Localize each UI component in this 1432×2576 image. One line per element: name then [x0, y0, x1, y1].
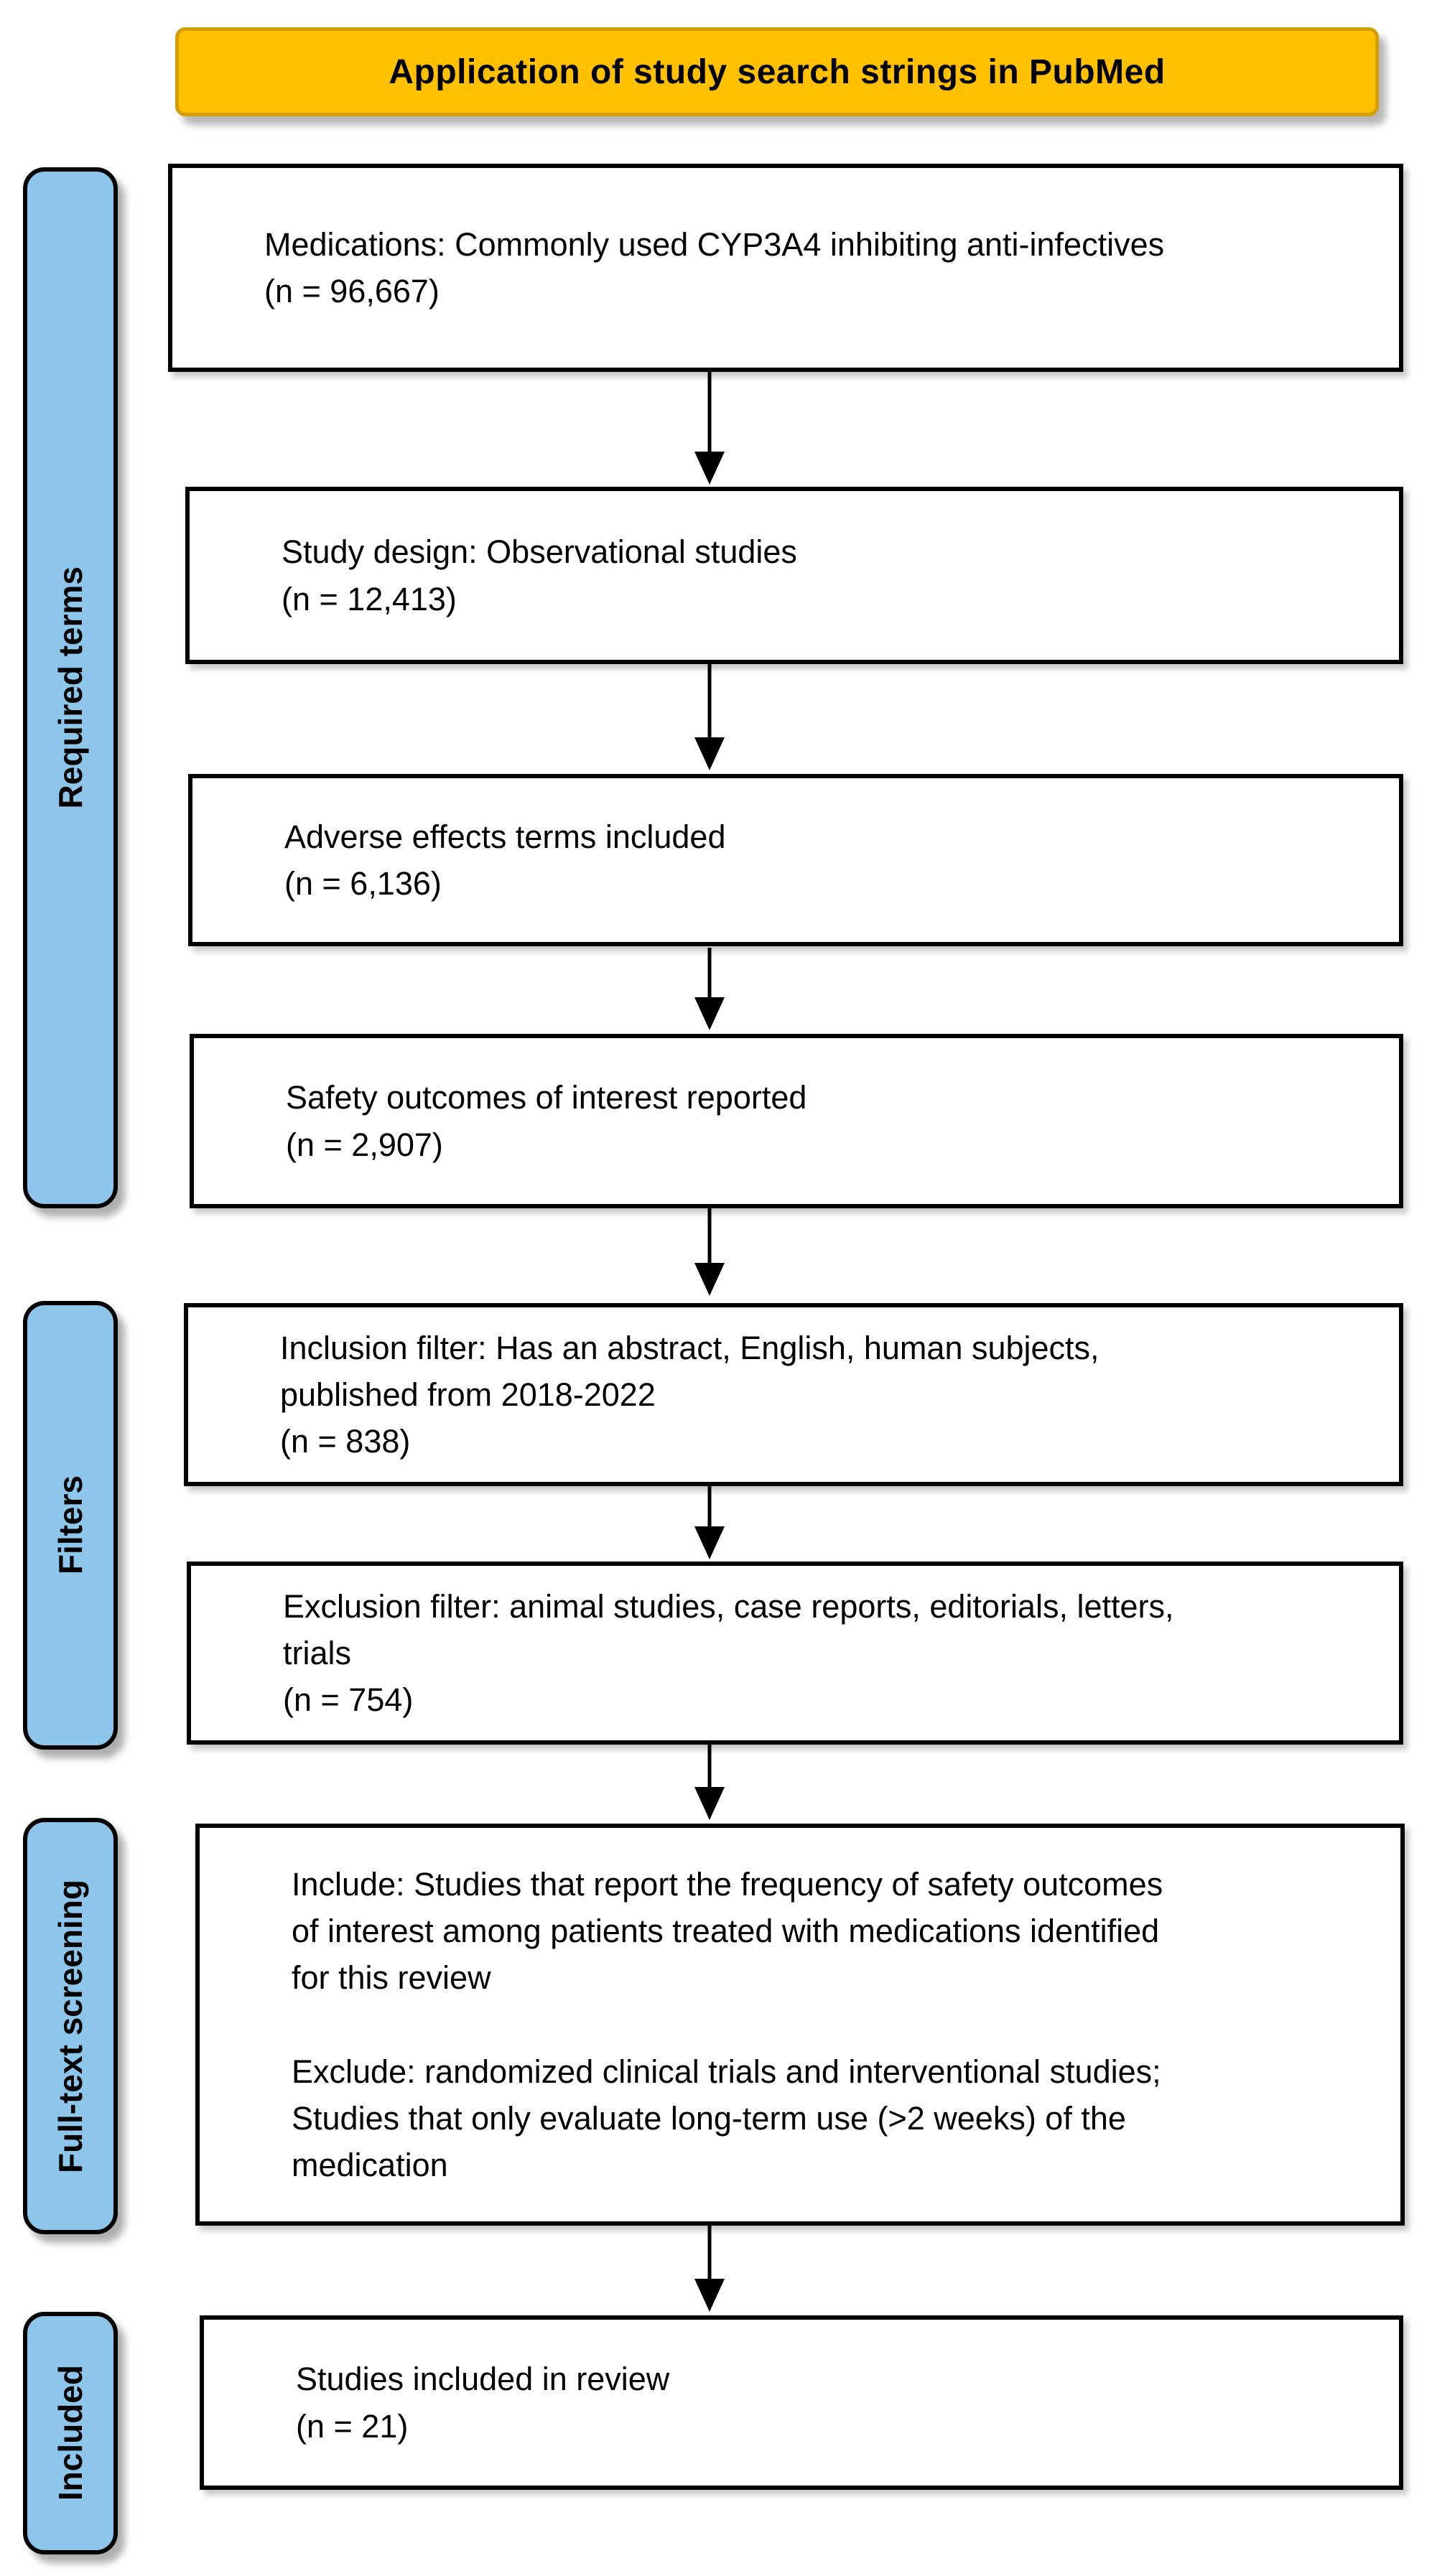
- section-label-text: Full-text screening: [52, 1879, 89, 2173]
- flow-box-text: Inclusion filter: Has an abstract, Engli…: [280, 1329, 1099, 1460]
- flow-box-text: Safety outcomes of interest reported (n …: [286, 1079, 807, 1163]
- flow-box-text: Adverse effects terms included (n = 6,13…: [284, 818, 726, 902]
- down-arrow-7: [694, 2226, 725, 2312]
- flow-box-exclusion-filter: Exclusion filter: animal studies, case r…: [187, 1562, 1403, 1745]
- flow-box-text: Studies included in review (n = 21): [296, 2361, 670, 2445]
- flow-box-text: Medications: Commonly used CYP3A4 inhibi…: [264, 225, 1165, 309]
- section-label-included: Included: [23, 2312, 118, 2554]
- section-label-filters: Filters: [23, 1301, 118, 1750]
- flow-box-medications: Medications: Commonly used CYP3A4 inhibi…: [168, 164, 1403, 372]
- down-arrow-2: [694, 664, 725, 770]
- down-arrow-1: [694, 370, 725, 485]
- flow-box-fulltext-criteria: Include: Studies that report the frequen…: [195, 1824, 1405, 2226]
- diagram-title-banner: Application of study search strings in P…: [175, 27, 1379, 116]
- flow-box-inclusion-filter: Inclusion filter: Has an abstract, Engli…: [184, 1303, 1403, 1486]
- down-arrow-5: [694, 1486, 725, 1559]
- section-label-fulltext-screening: Full-text screening: [23, 1818, 118, 2234]
- section-label-text: Included: [52, 2365, 89, 2501]
- section-label-required-terms: Required terms: [23, 167, 118, 1208]
- section-label-text: Required terms: [52, 566, 89, 809]
- down-arrow-6: [694, 1745, 725, 1820]
- section-label-text: Filters: [52, 1475, 89, 1575]
- flow-box-text: Exclusion filter: animal studies, case r…: [283, 1587, 1174, 1719]
- flow-box-safety-outcomes: Safety outcomes of interest reported (n …: [190, 1034, 1403, 1208]
- flow-box-text: Include: Studies that report the frequen…: [292, 1865, 1163, 2184]
- flow-box-study-design: Study design: Observational studies (n =…: [185, 487, 1403, 664]
- flow-box-text: Study design: Observational studies (n =…: [282, 533, 797, 617]
- flow-box-included-studies: Studies included in review (n = 21): [200, 2315, 1403, 2490]
- down-arrow-3: [694, 948, 725, 1030]
- diagram-title: Application of study search strings in P…: [389, 52, 1166, 91]
- flow-box-adverse-effects: Adverse effects terms included (n = 6,13…: [188, 774, 1403, 946]
- down-arrow-4: [694, 1208, 725, 1296]
